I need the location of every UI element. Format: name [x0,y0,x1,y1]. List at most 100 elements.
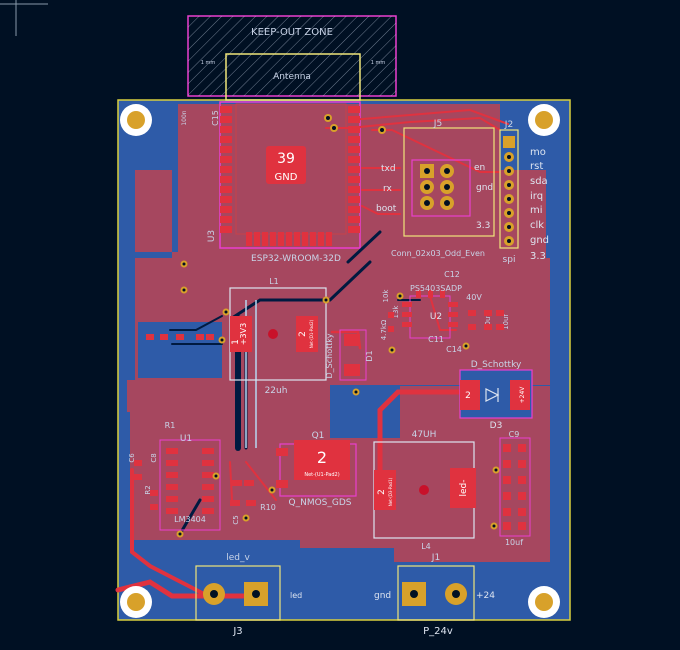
origin-marker [0,0,48,36]
d3-ref: D3 [490,421,503,431]
d3-diode[interactable]: 2 +24V D3 D_Schottky [459,360,533,431]
antenna-outline [225,53,361,101]
c12-ref: C12 [444,270,460,279]
d3-value: D_Schottky [471,360,522,370]
l1-pad1-number: 1 [231,339,241,345]
j5-header[interactable]: J5 Conn_02x03_Odd_Even txd rx boot en gn… [376,119,495,258]
d3-symbol [485,388,500,402]
d1-pad2 [344,364,360,376]
j2-pin-mo: mo [530,147,546,158]
buck-40v-label: 40V [466,293,482,302]
l1-pad2-number: 2 [298,331,308,337]
c11-ref: C11 [428,335,444,344]
c9-value: 10uf [505,538,523,547]
mounting-hole-tl [120,104,152,136]
l4-value: 47UH [412,430,437,440]
mounting-holes[interactable] [120,104,560,618]
l1-pad1[interactable] [230,316,252,352]
esp32-pad-number: 39 [277,151,295,167]
d1-ref: D1 [365,350,374,361]
j2-pin-sda: sda [530,176,548,187]
j3-connector[interactable]: led_v J3 led [195,553,302,637]
u1-r10-ref: R10 [260,503,276,512]
j5-pin-txd: txd [381,164,396,174]
j5-pin-33: 3.3 [476,221,490,231]
esp32-gnd-pad[interactable] [266,146,306,184]
esp32-value: ESP32-WROOM-32D [251,254,341,264]
d1-value: D_Schottky [325,333,334,378]
esp32-bottom-pads [246,232,332,246]
d3-pad2 [510,380,530,410]
l4-pad2 [374,470,396,510]
j1-connector[interactable]: J1 P_24v gnd +24 [374,553,495,637]
antenna-label: Antenna [273,72,311,82]
l1-pad2-net: Net-(D1-Pad2) [309,319,314,348]
j3-value: led_v [226,553,250,563]
l1-ref: L1 [269,277,279,286]
r-val-10k: 10k [382,289,390,303]
u1-r2-ref: R2 [144,485,152,494]
j2-pin-rst: rst [530,161,543,172]
d3-pad1 [460,380,480,410]
c-val-10uf-a: 10uf [502,314,510,330]
l4-inductor[interactable]: 2 Net-(D3-Pad1) led- 47UH L4 [373,430,476,551]
l4-pad2-net: Net-(D3-Pad1) [388,477,393,506]
buck-section[interactable]: +3V3 1 2 Net-(D1-Pad2) L1 22uh D1 D_Scho… [146,270,510,396]
u1-pads [134,448,256,514]
l1-value: 22uh [265,386,288,396]
c15-value: 100n [181,110,188,125]
j3-ref: J3 [232,626,242,637]
u1-c8-ref: C8 [150,453,158,462]
c9-ref: C9 [509,430,520,439]
q1-ref: Q1 [312,431,325,441]
u2-ref: U2 [430,312,442,322]
q1-pad-g [276,448,288,456]
u1-value: LM3404 [174,515,206,524]
j1-value: P_24v [423,626,453,637]
d1-body[interactable] [339,329,367,381]
q1-pad-number: 2 [317,448,327,467]
c9-cap-bank[interactable]: C9 10uf [499,430,531,547]
keepout-dim-right: 1 mm [371,60,386,66]
q1-mosfet[interactable]: 2 Net-(U1-Pad2) Q1 Q_NMOS_GDS [276,431,357,508]
mounting-hole-tr [528,104,560,136]
keepout-zone[interactable]: KEEP-OUT ZONE 1 mm 1 mm Antenna [187,15,397,101]
d3-pad1-number: 2 [465,391,471,401]
j1-pin-right: +24 [476,591,495,601]
l4-pad1-net: led- [459,480,469,497]
j5-value: Conn_02x03_Odd_Even [391,249,485,258]
l4-pad1 [450,468,476,508]
u1-c5-ref: C5 [232,515,240,524]
esp32-module[interactable]: 39 GND U3 ESP32-WROOM-32D C15 100n [181,101,361,264]
c-val-10uf-b: 10uf [484,314,492,330]
l1-center-dot [268,329,278,339]
u1-driver[interactable]: R1 U1 C6 C8 C5 R2 R10 LM3404 [128,421,276,531]
u2-value: PS5403SADP [410,284,462,293]
l1-pad2[interactable] [296,316,318,352]
c15-ref: C15 [211,110,220,126]
l4-ref: L4 [421,542,431,551]
j2-spi-header[interactable]: J2 spi mo rst sda irq mi clk gnd 3.3 [499,120,549,265]
j2-ref: J2 [504,120,513,130]
u1-ref: U1 [180,434,192,444]
q1-tab-pad [294,440,350,480]
r-val-13k: 13k [392,305,400,319]
j5-pin-boot: boot [376,204,397,214]
j5-pin-en: en [474,163,485,173]
c9-pads [503,444,526,530]
u1-c6-ref: C6 [128,453,136,463]
buck-passives [146,310,504,340]
vias [176,114,500,538]
q1-pad-s [276,480,288,488]
j5-pin-gnd: gnd [476,183,493,193]
q1-value: Q_NMOS_GDS [289,498,352,508]
j2-pin-mi: mi [530,205,543,216]
j5-pin-rx: rx [383,184,392,194]
r-val-4k7: 4.7kΩ [380,319,388,340]
j3-pin-label: led [290,591,302,600]
j1-ref: J1 [431,553,440,563]
mounting-hole-bl [120,586,152,618]
u2-pads [402,290,458,327]
q1-pad-net: Net-(U1-Pad2) [304,472,339,478]
